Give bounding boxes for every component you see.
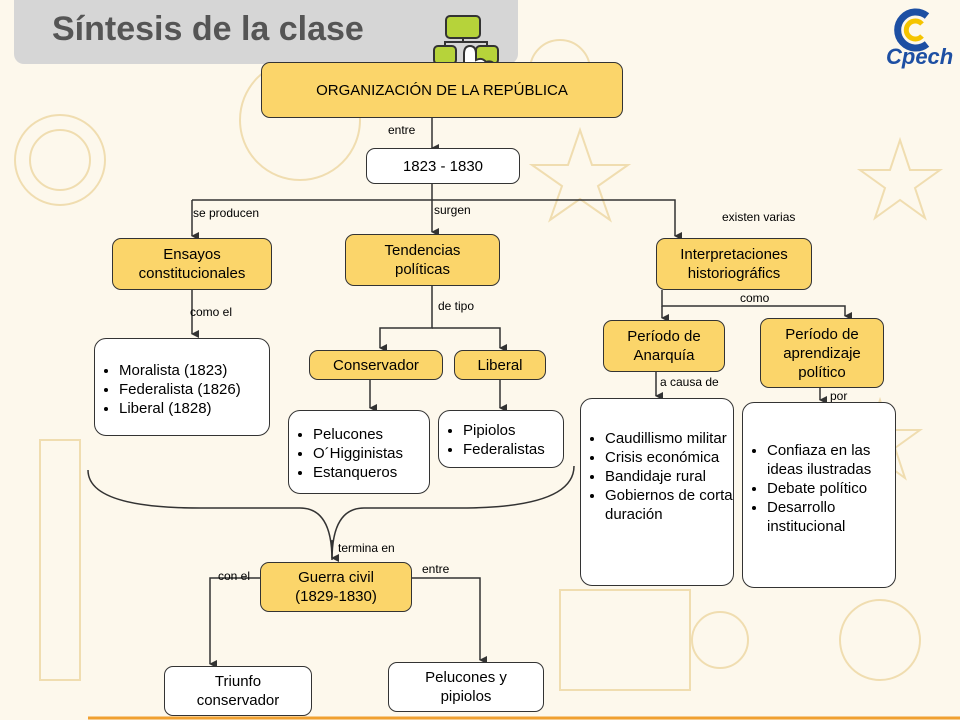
label-se-producen: se producen [193,206,260,220]
aprendizaje-node: Período de aprendizaje político [760,318,884,388]
triunfo-node: Triunfo conservador [164,666,312,716]
list-item: Confiaza en las ideas ilustradas [767,441,895,479]
list-item: Pelucones [313,425,429,444]
period-node: 1823 - 1830 [366,148,520,184]
aprendizaje-list: Confiaza en las ideas ilustradas Debate … [742,402,896,588]
ensayos-list: Moralista (1823) Federalista (1826) Libe… [94,338,270,436]
list-item: Crisis económica [605,448,733,467]
tendencias-node: Tendencias políticas [345,234,500,286]
label-por: por [830,389,848,403]
interpretaciones-node: Interpretaciones historiográfics [656,238,812,290]
label-termina-en: termina en [338,541,395,555]
label-existen-varias: existen varias [722,210,796,224]
label-como: como [740,291,770,305]
list-item: Bandidaje rural [605,467,733,486]
pelucones-pipiolos-node: Pelucones y pipiolos [388,662,544,712]
conservador-node: Conservador [309,350,443,380]
label-de-tipo: de tipo [438,299,475,313]
label-surgen: surgen [434,203,471,217]
root-node: ORGANIZACIÓN DE LA REPÚBLICA [261,62,623,118]
ensayos-node: Ensayos constitucionales [112,238,272,290]
guerra-civil-node: Guerra civil (1829-1830) [260,562,412,612]
anarquia-node: Período de Anarquía [603,320,725,372]
list-item: Debate político [767,479,895,498]
list-item: Estanqueros [313,463,429,482]
cpech-logo-icon [894,8,930,52]
cpech-logo-text: Cpech [886,44,954,69]
liberal-list: Pipiolos Federalistas [438,410,564,468]
liberal-node: Liberal [454,350,546,380]
label-como-el: como el [190,305,233,319]
label-con-el: con el [218,569,251,583]
list-item: O´Higginistas [313,444,429,463]
list-item: Federalista (1826) [119,380,269,399]
list-item: Pipiolos [463,421,563,440]
conservador-list: Pelucones O´Higginistas Estanqueros [288,410,430,494]
list-item: Desarrollo institucional [767,498,895,536]
list-item: Federalistas [463,440,563,459]
label-entre: entre [388,123,416,137]
label-entre-2: entre [422,562,450,576]
label-a-causa-de: a causa de [660,375,719,389]
list-item: Moralista (1823) [119,361,269,380]
list-item: Liberal (1828) [119,399,269,418]
list-item: Caudillismo militar [605,429,733,448]
anarquia-list: Caudillismo militar Crisis económica Ban… [580,398,734,586]
page-title: Síntesis de la clase [52,10,364,48]
list-item: Gobiernos de corta duración [605,486,733,524]
